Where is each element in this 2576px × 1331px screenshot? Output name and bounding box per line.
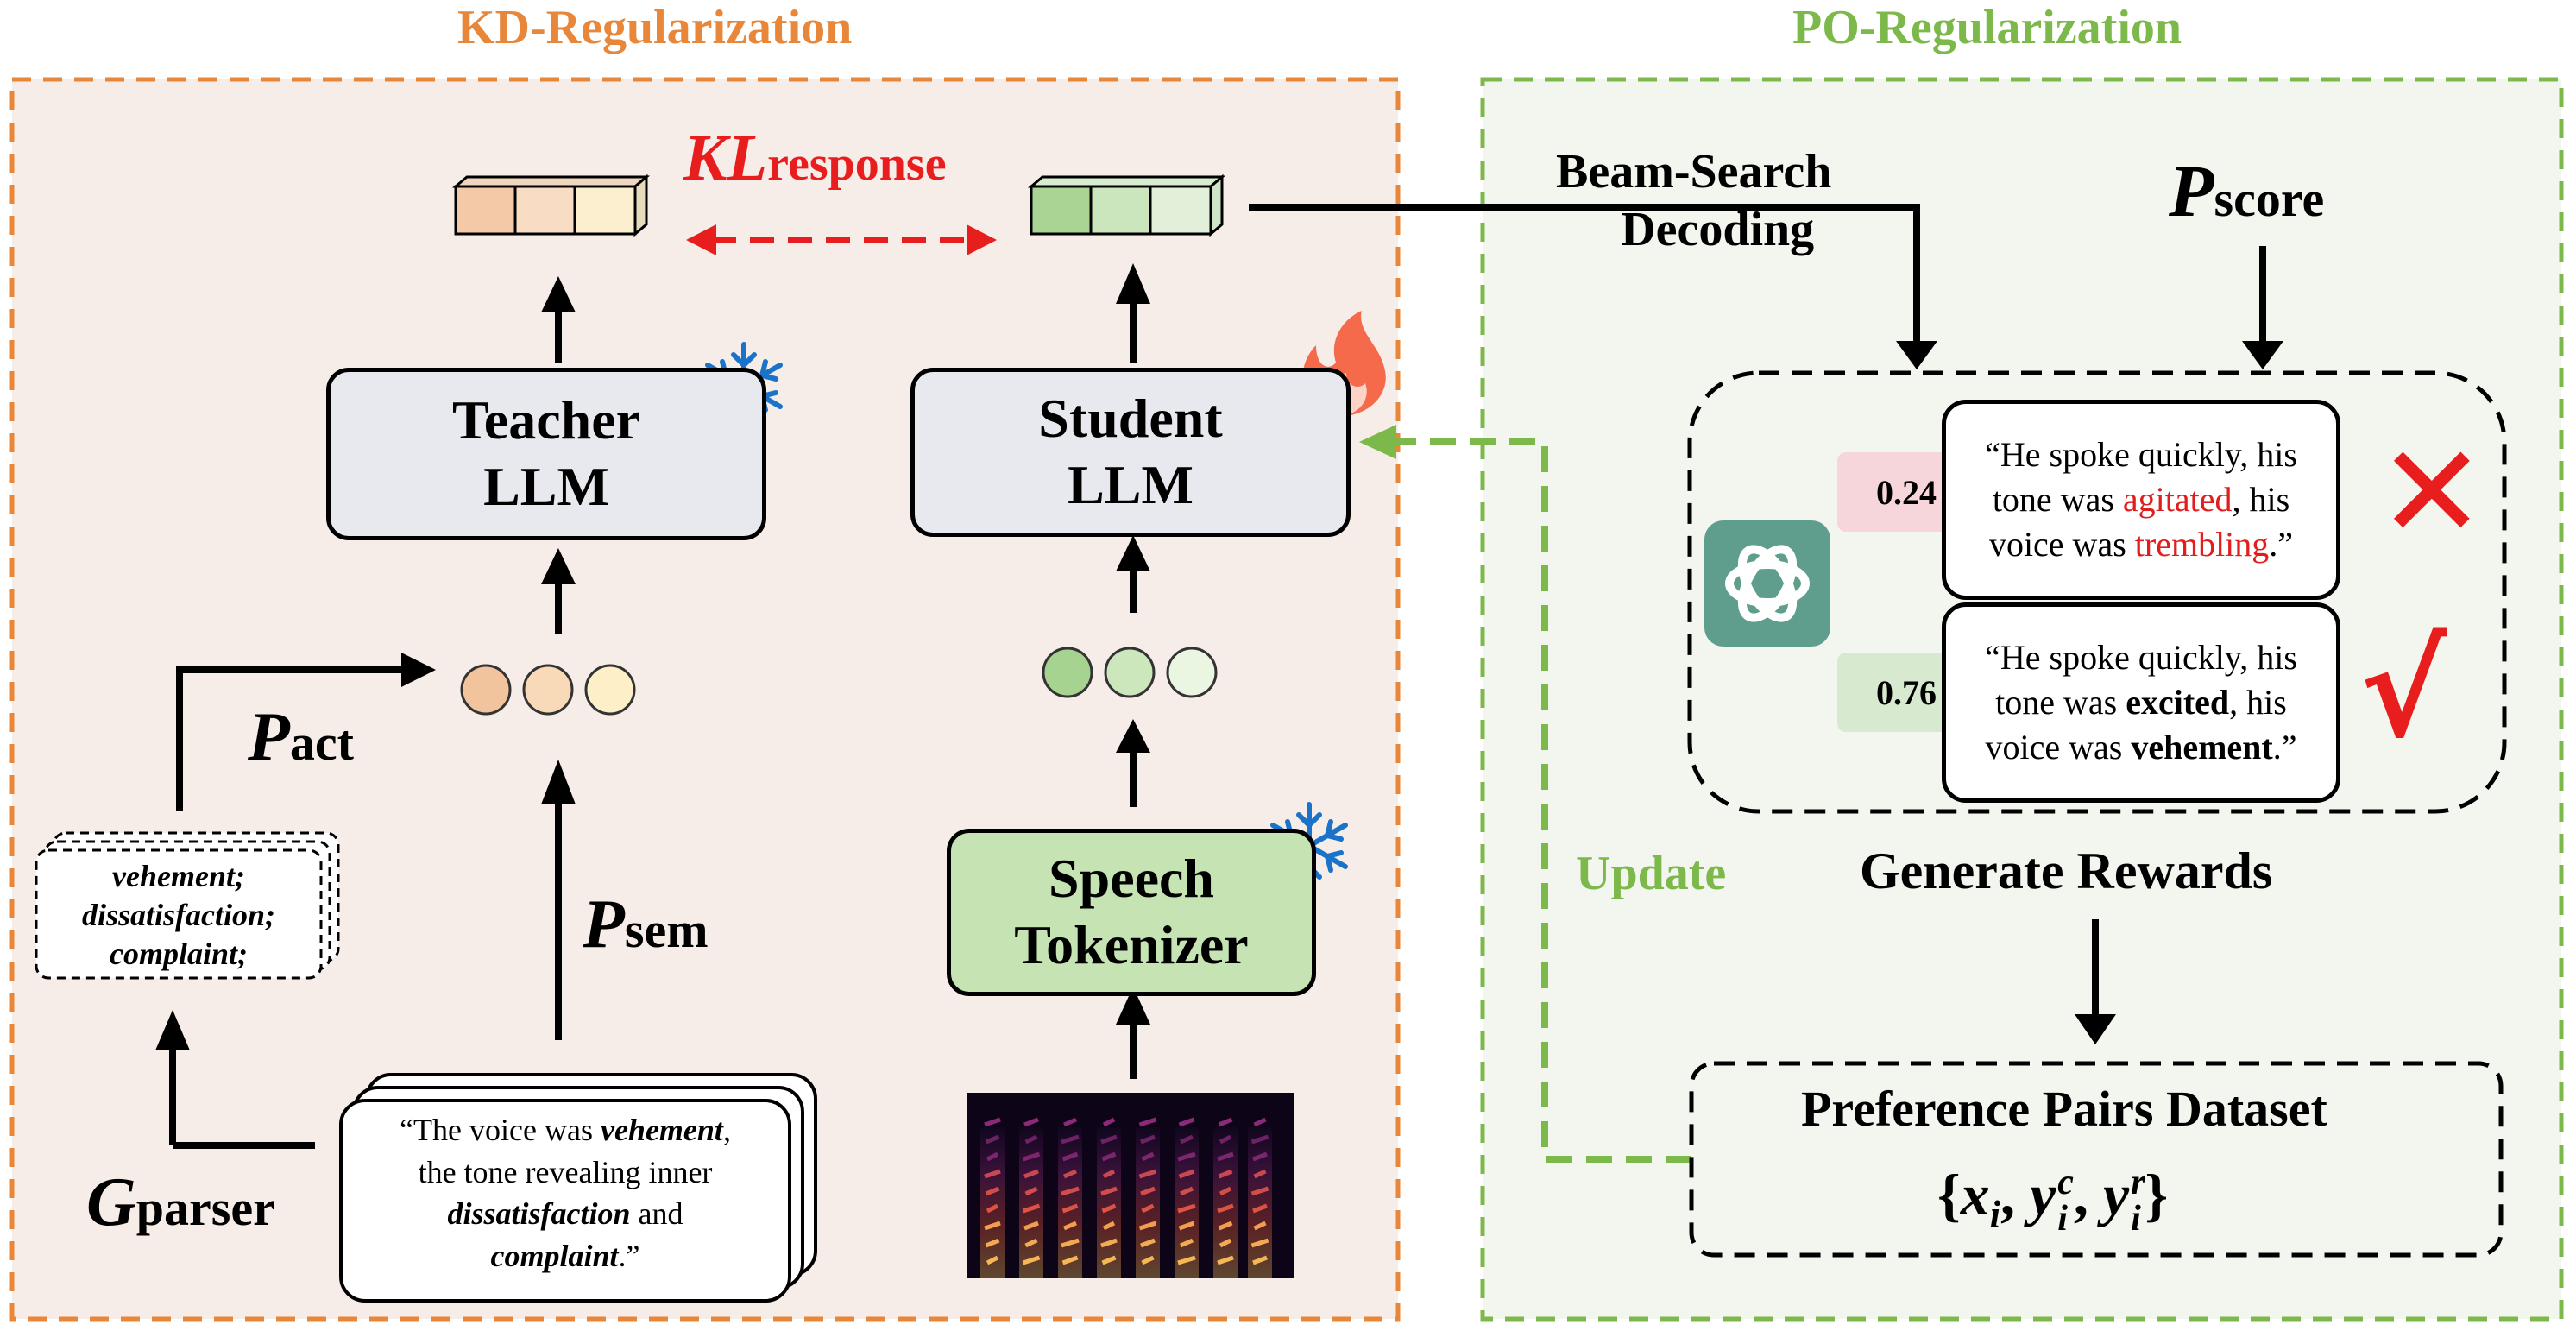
p-act-label: Pact <box>248 699 354 775</box>
student-llm-line1: Student <box>1038 388 1223 450</box>
tokenizer-line2: Tokenizer <box>1014 914 1249 975</box>
beam-search-label: Beam-Search Decoding <box>1556 145 1832 257</box>
spectrogram-image <box>967 1093 1294 1278</box>
spectrogram-harmonic <box>984 1117 1001 1127</box>
spectrogram-band <box>1213 1127 1238 1278</box>
spectrogram-band <box>1175 1127 1199 1278</box>
po-header: PO-Regularization <box>1792 1 2182 54</box>
spectrogram-band <box>1248 1127 1272 1278</box>
teacher-token-circles <box>460 664 636 716</box>
caption-text: “The voice was vehement, the tone reveal… <box>400 1113 731 1273</box>
black-arrows <box>169 204 2266 1149</box>
g-parser-label: Gparser <box>86 1164 275 1240</box>
student-output-vector <box>1027 173 1226 237</box>
kl-label: KLresponse <box>683 122 947 194</box>
spectrogram-harmonic <box>1102 1117 1116 1127</box>
keyword-stack <box>35 831 340 980</box>
spectrogram-band <box>1136 1127 1160 1278</box>
rejected-response-card: “He spoke quickly, his tone was agitated… <box>1942 400 2340 600</box>
keyword-complaint: complaint; <box>110 937 248 971</box>
student-llm-line2: LLM <box>1068 454 1194 515</box>
openai-logo-icon <box>1704 520 1830 647</box>
kd-header: KD-Regularization <box>457 1 853 54</box>
teacher-llm-box: Teacher LLM <box>326 368 766 540</box>
tokenizer-line1: Speech <box>1049 848 1214 910</box>
keyword-vehement: vehement; <box>112 859 245 893</box>
dataset-title: Preference Pairs Dataset <box>1801 1081 2327 1137</box>
keyword-dissatisfaction: dissatisfaction; <box>81 898 275 932</box>
dataset-box <box>1689 1061 2504 1258</box>
spectrogram-band <box>1019 1127 1043 1278</box>
teacher-llm-line1: Teacher <box>451 389 641 451</box>
spectrogram-harmonic <box>1218 1117 1233 1127</box>
arrow-heads <box>155 263 2283 1050</box>
keywords-text: vehement; dissatisfaction; complaint; <box>36 857 321 974</box>
teacher-output-vector <box>451 173 651 237</box>
caption-stack <box>339 1073 817 1303</box>
spectrogram-band <box>1058 1127 1082 1278</box>
chosen-check-mark: √ <box>2360 616 2447 766</box>
spectrogram-band <box>1097 1127 1121 1278</box>
chosen-response-card: “He spoke quickly, his tone was excited,… <box>1942 602 2340 803</box>
student-token-circles <box>1042 647 1218 698</box>
kl-arrow <box>686 224 997 255</box>
reward-region <box>1687 370 2507 814</box>
spectrogram-harmonic <box>1063 1117 1077 1127</box>
student-llm-box: Student LLM <box>910 368 1351 537</box>
update-label: Update <box>1576 847 1727 900</box>
spectrogram-harmonic <box>1178 1117 1195 1127</box>
update-path <box>1359 425 1691 1163</box>
spectrogram-band <box>980 1127 1005 1278</box>
p-score-label: Pscore <box>2169 149 2325 232</box>
teacher-llm-line2: LLM <box>483 456 609 517</box>
rejected-cross-mark: ✕ <box>2378 418 2486 568</box>
p-sem-label: Psem <box>583 886 709 962</box>
spectrogram-harmonic <box>1138 1117 1157 1127</box>
spectrogram-harmonic <box>1253 1117 1267 1127</box>
generate-rewards-label: Generate Rewards <box>1860 842 2273 899</box>
speech-tokenizer-box: Speech Tokenizer <box>947 829 1316 996</box>
spectrogram-harmonic <box>1023 1117 1039 1127</box>
